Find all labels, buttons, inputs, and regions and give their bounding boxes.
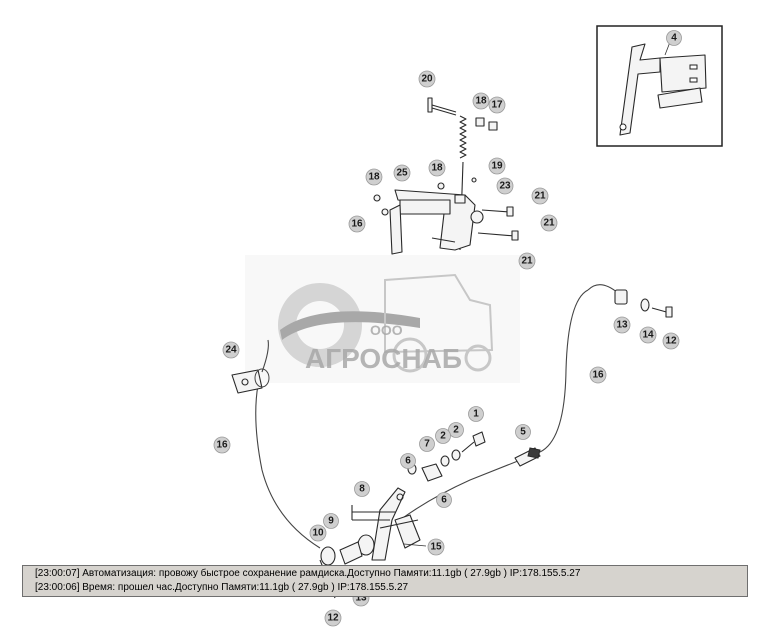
svg-text:13: 13 xyxy=(616,320,628,331)
callout-2: 2 xyxy=(448,422,464,438)
svg-text:16: 16 xyxy=(351,219,363,230)
svg-text:7: 7 xyxy=(424,439,430,450)
svg-text:4: 4 xyxy=(671,33,677,44)
callout-18: 18 xyxy=(428,159,446,177)
callout-4: 4 xyxy=(666,30,682,46)
svg-text:8: 8 xyxy=(359,484,365,495)
svg-text:14: 14 xyxy=(642,330,654,341)
cable-end-right xyxy=(587,284,673,318)
callout-16: 16 xyxy=(213,436,231,454)
callout-23: 23 xyxy=(496,177,514,195)
svg-text:12: 12 xyxy=(327,613,339,624)
callout-8: 8 xyxy=(354,481,370,497)
callout-18: 18 xyxy=(472,92,490,110)
callout-21: 21 xyxy=(540,214,558,232)
callout-5: 5 xyxy=(515,424,531,440)
callout-10: 10 xyxy=(309,524,327,542)
svg-text:21: 21 xyxy=(521,256,533,267)
svg-text:17: 17 xyxy=(491,100,503,111)
callout-13: 13 xyxy=(613,316,631,334)
callout-21: 21 xyxy=(518,252,536,270)
svg-text:24: 24 xyxy=(225,345,237,356)
callout-18: 18 xyxy=(365,168,383,186)
svg-text:18: 18 xyxy=(431,163,443,174)
svg-text:19: 19 xyxy=(491,161,503,172)
watermark-company-name: АГРОСНАБ xyxy=(305,343,462,374)
callout-15: 15 xyxy=(427,538,445,556)
svg-text:15: 15 xyxy=(430,542,442,553)
callout-6: 6 xyxy=(400,453,416,469)
callout-21: 21 xyxy=(531,187,549,205)
callout-16: 16 xyxy=(348,215,366,233)
log-line-1: [23:00:07] Автоматизация: провожу быстро… xyxy=(35,568,581,579)
inset-bracket-detail xyxy=(596,25,723,147)
watermark-logo: ООО АГРОСНАБ xyxy=(245,255,520,383)
svg-text:13: 13 xyxy=(355,593,367,604)
callout-25: 25 xyxy=(393,164,411,182)
svg-text:12: 12 xyxy=(665,336,677,347)
svg-text:21: 21 xyxy=(534,191,546,202)
svg-text:25: 25 xyxy=(396,168,408,179)
svg-text:1: 1 xyxy=(473,409,479,420)
callout-12: 12 xyxy=(324,609,342,627)
svg-text:2: 2 xyxy=(453,425,459,436)
svg-text:20: 20 xyxy=(421,74,433,85)
cable-clip-left xyxy=(231,368,270,394)
callout-20: 20 xyxy=(418,70,436,88)
control-cable-left xyxy=(255,384,321,549)
callout-19: 19 xyxy=(488,157,506,175)
callout-12: 12 xyxy=(662,332,680,350)
svg-text:9: 9 xyxy=(328,516,334,527)
svg-text:18: 18 xyxy=(475,96,487,107)
callout-2: 2 xyxy=(435,428,451,444)
svg-text:18: 18 xyxy=(368,172,380,183)
status-log-panel: [23:00:07] Автоматизация: провожу быстро… xyxy=(22,565,748,597)
watermark-prefix: ООО xyxy=(370,322,403,338)
svg-text:16: 16 xyxy=(592,370,604,381)
log-line-2: [23:00:06] Время: прошел час.Доступно Па… xyxy=(35,582,409,593)
callout-9: 9 xyxy=(323,513,339,529)
upper-lever-assembly xyxy=(373,97,519,255)
callout-14: 14 xyxy=(639,326,657,344)
svg-text:6: 6 xyxy=(441,495,447,506)
svg-text:2: 2 xyxy=(440,431,446,442)
svg-text:21: 21 xyxy=(543,218,555,229)
svg-text:16: 16 xyxy=(216,440,228,451)
lower-pedal-assembly xyxy=(319,431,541,599)
svg-text:23: 23 xyxy=(499,181,511,192)
svg-text:10: 10 xyxy=(312,528,324,539)
callout-7: 7 xyxy=(419,436,435,452)
callout-17: 17 xyxy=(488,96,506,114)
svg-text:5: 5 xyxy=(520,427,526,438)
svg-text:6: 6 xyxy=(405,456,411,467)
callout-16: 16 xyxy=(589,366,607,384)
callout-1: 1 xyxy=(468,406,484,422)
callout-24: 24 xyxy=(222,341,240,359)
callout-6: 6 xyxy=(436,492,452,508)
